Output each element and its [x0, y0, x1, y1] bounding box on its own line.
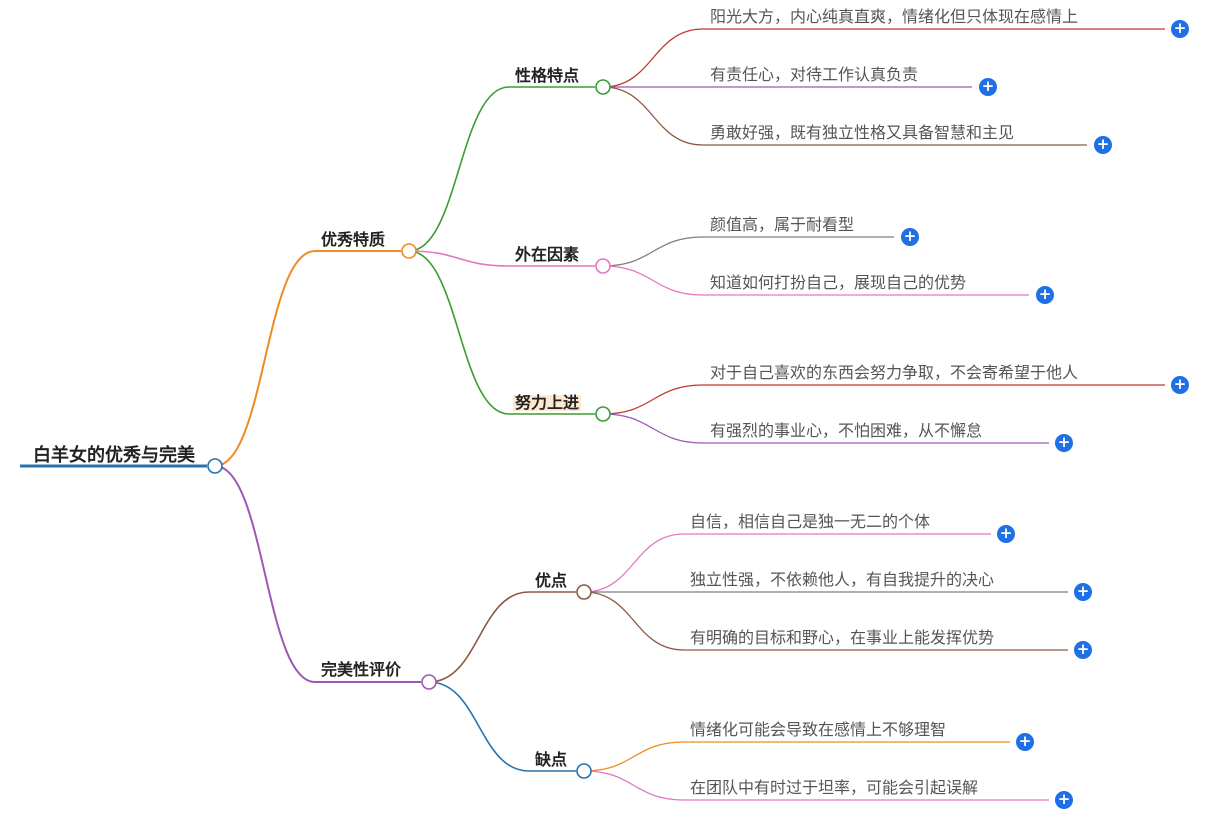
expand-plus-icon[interactable]: +: [901, 228, 919, 246]
leaf-quedian-2[interactable]: 在团队中有时过于坦率，可能会引起误解: [690, 778, 979, 797]
edge-youxiu-xingge: [408, 86, 595, 252]
edge-leaf-4: [602, 236, 894, 267]
youdian-node-circle[interactable]: [576, 584, 592, 600]
leaf-waizai-2[interactable]: 知道如何打扮自己，展现自己的优势: [710, 273, 967, 292]
topic-quedian-label[interactable]: 缺点: [535, 750, 568, 769]
edge-leaf-1: [602, 28, 1165, 88]
edge-leaf-8: [583, 533, 991, 593]
edge-leaf-3: [602, 86, 1087, 146]
expand-plus-icon[interactable]: +: [1016, 733, 1034, 751]
topic-xingge-label[interactable]: 性格特点: [515, 66, 580, 85]
edge-wanmei-youdian: [428, 591, 576, 683]
expand-plus-icon[interactable]: +: [1074, 583, 1092, 601]
edge-youxiu-nuli: [408, 250, 595, 415]
xingge-node-circle[interactable]: [595, 79, 611, 95]
quedian-node-circle[interactable]: [576, 763, 592, 779]
edge-wanmei-quedian: [428, 681, 576, 772]
leaf-nuli-1[interactable]: 对于自己喜欢的东西会努力争取，不会寄希望于他人: [710, 363, 1079, 382]
expand-plus-icon[interactable]: +: [997, 525, 1015, 543]
expand-plus-icon[interactable]: +: [1074, 641, 1092, 659]
expand-plus-icon[interactable]: +: [1055, 791, 1073, 809]
edge-youxiu-waizai: [408, 250, 595, 267]
leaf-xingge-3[interactable]: 勇敢好强，既有独立性格又具备智慧和主见: [710, 123, 1015, 142]
leaf-youdian-2[interactable]: 独立性强，不依赖他人，有自我提升的决心: [690, 570, 995, 589]
edge-leaf-12: [583, 770, 1049, 801]
expand-plus-icon[interactable]: +: [1055, 434, 1073, 452]
topic-youdian-label[interactable]: 优点: [535, 571, 568, 590]
expand-plus-icon[interactable]: +: [1171, 376, 1189, 394]
topic-nuli-label[interactable]: 努力上进: [513, 393, 582, 412]
expand-plus-icon[interactable]: +: [1171, 20, 1189, 38]
wanmei-node-circle[interactable]: [421, 674, 437, 690]
expand-plus-icon[interactable]: +: [1094, 136, 1112, 154]
topic-waizai-label[interactable]: 外在因素: [515, 245, 580, 264]
edge-leaf-7: [602, 413, 1049, 444]
root-label[interactable]: 白羊女的优秀与完美: [33, 445, 195, 466]
branch-youxiu-label[interactable]: 优秀特质: [321, 230, 386, 249]
edge-leaf-11: [583, 741, 1010, 772]
leaf-youdian-3[interactable]: 有明确的目标和野心，在事业上能发挥优势: [690, 628, 995, 647]
leaf-nuli-2[interactable]: 有强烈的事业心，不怕困难，从不懈怠: [710, 421, 983, 440]
nuli-node-circle[interactable]: [595, 406, 611, 422]
edge-leaf-5: [602, 265, 1029, 296]
edge-root-youxiu: [214, 250, 401, 467]
expand-plus-icon[interactable]: +: [979, 78, 997, 96]
edge-leaf-6: [602, 384, 1165, 415]
leaf-xingge-1[interactable]: 阳光大方，内心纯真直爽，情绪化但只体现在感情上: [710, 7, 1079, 26]
branch-wanmei-label[interactable]: 完美性评价: [321, 660, 402, 679]
edge-root-wanmei: [214, 465, 421, 683]
edge-leaf-10: [583, 591, 1068, 651]
leaf-youdian-1[interactable]: 自信，相信自己是独一无二的个体: [690, 512, 931, 531]
leaf-quedian-1[interactable]: 情绪化可能会导致在感情上不够理智: [690, 720, 947, 739]
leaf-xingge-2[interactable]: 有责任心，对待工作认真负责: [710, 65, 919, 84]
youxiu-node-circle[interactable]: [401, 243, 417, 259]
root-node-circle[interactable]: [207, 458, 223, 474]
waizai-node-circle[interactable]: [595, 258, 611, 274]
expand-plus-icon[interactable]: +: [1036, 286, 1054, 304]
leaf-waizai-1[interactable]: 颜值高，属于耐看型: [710, 215, 855, 234]
